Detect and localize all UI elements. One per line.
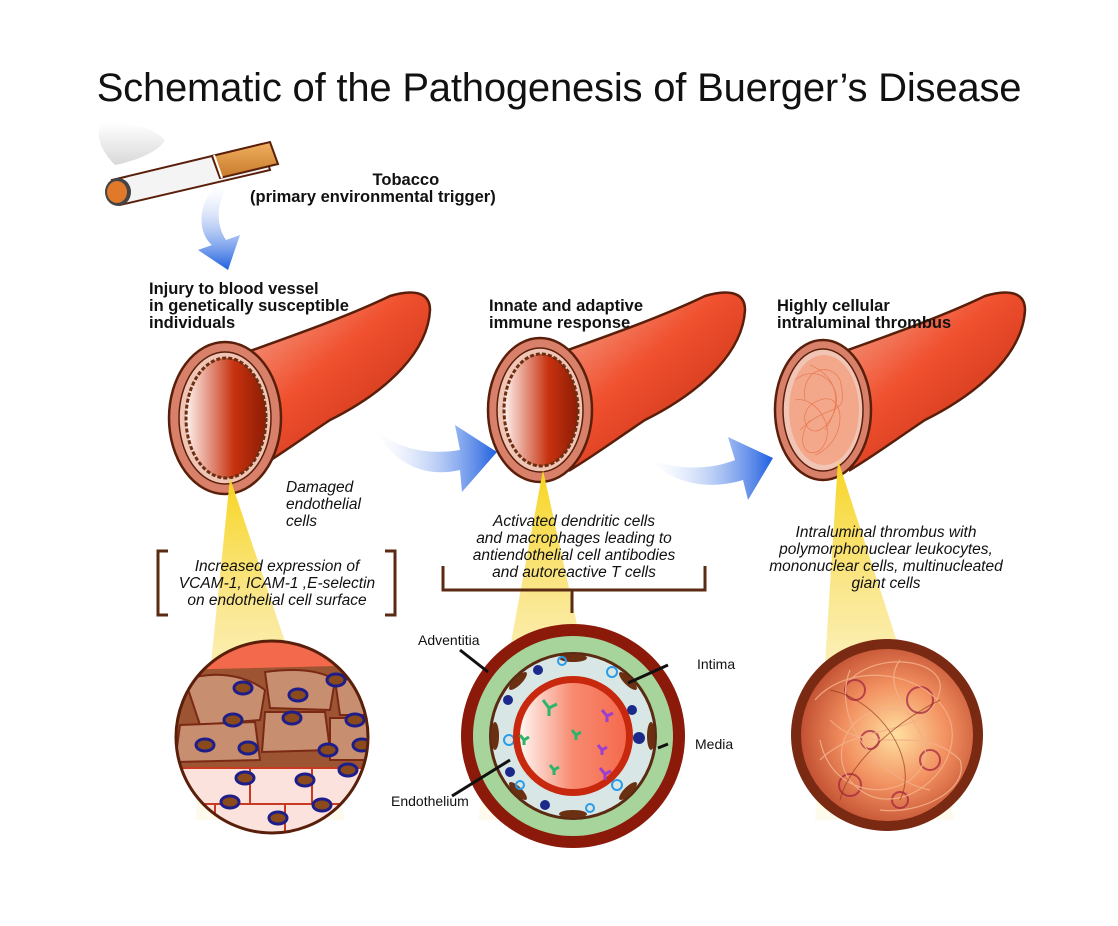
stage-1-caption: Increased expression of VCAM-1, ICAM-1 ,…	[162, 558, 392, 609]
tobacco-arrow	[198, 185, 240, 270]
endothelial-cells-closeup	[174, 639, 370, 835]
note-line: endothelial	[286, 496, 361, 513]
caption-line: VCAM-1, ICAM-1 ,E-selectin	[178, 575, 376, 592]
stage-2-title: Innate and adaptive immune response	[489, 298, 643, 332]
vessel-thrombus	[773, 291, 1027, 482]
stage-2-title-line: immune response	[489, 314, 631, 332]
stage-1-title: Injury to blood vessel in genetically su…	[149, 281, 349, 332]
stage-1-title-line: Injury to blood vessel	[149, 280, 319, 298]
trigger-label-line1: Tobacco	[372, 171, 440, 189]
bracket-stage1	[156, 549, 397, 617]
label-adventitia: Adventitia	[418, 632, 480, 648]
vessel-immune-response	[486, 291, 747, 484]
stage-3-title-line: Highly cellular	[777, 297, 890, 315]
damaged-cells-note: Damaged endothelial cells	[286, 479, 361, 530]
vessel-injured	[167, 291, 432, 496]
caption-line: Increased expression of	[194, 558, 360, 575]
stage-1-title-line: individuals	[149, 314, 236, 332]
caption-line: Activated dendritic cells	[493, 513, 655, 530]
bracket-stage2	[441, 566, 707, 613]
arrow-stage1-to-stage2	[375, 425, 497, 492]
page-title: Schematic of the Pathogenesis of Buerger…	[96, 66, 1022, 110]
caption-line: Intraluminal thrombus with	[795, 524, 977, 541]
stage-3-title-line: intraluminal thrombus	[777, 314, 952, 332]
thrombus-closeup	[791, 639, 983, 831]
trigger-label-line2: (primary environmental trigger)	[250, 188, 496, 206]
caption-line: on endothelial cell surface	[187, 592, 367, 609]
caption-line: giant cells	[851, 575, 921, 592]
stage-3-caption: Intraluminal thrombus with polymorphonuc…	[738, 524, 1034, 592]
stage-2-caption: Activated dendritic cells and macrophage…	[443, 513, 705, 581]
caption-line: antiendothelial cell antibodies	[472, 547, 676, 564]
label-intima: Intima	[697, 656, 736, 672]
note-line: Damaged	[286, 479, 354, 496]
caption-line: polymorphonuclear leukocytes,	[779, 541, 993, 558]
caption-line: and autoreactive T cells	[492, 564, 656, 581]
trigger-label: Tobacco (primary environmental trigger)	[250, 171, 496, 206]
cigarette-icon	[98, 122, 280, 207]
stage-3-title: Highly cellular intraluminal thrombus	[777, 298, 951, 332]
label-media: Media	[695, 736, 734, 752]
vessel-cross-section	[451, 624, 685, 848]
arrow-stage2-to-stage3	[650, 437, 773, 500]
label-endothelium: Endothelium	[391, 793, 469, 809]
caption-line: mononuclear cells, multinucleated	[769, 558, 1003, 575]
stage-2-title-line: Innate and adaptive	[489, 297, 644, 315]
caption-line: and macrophages leading to	[476, 530, 672, 547]
note-line: cells	[286, 513, 318, 530]
stage-1-title-line: in genetically susceptible	[149, 297, 349, 315]
